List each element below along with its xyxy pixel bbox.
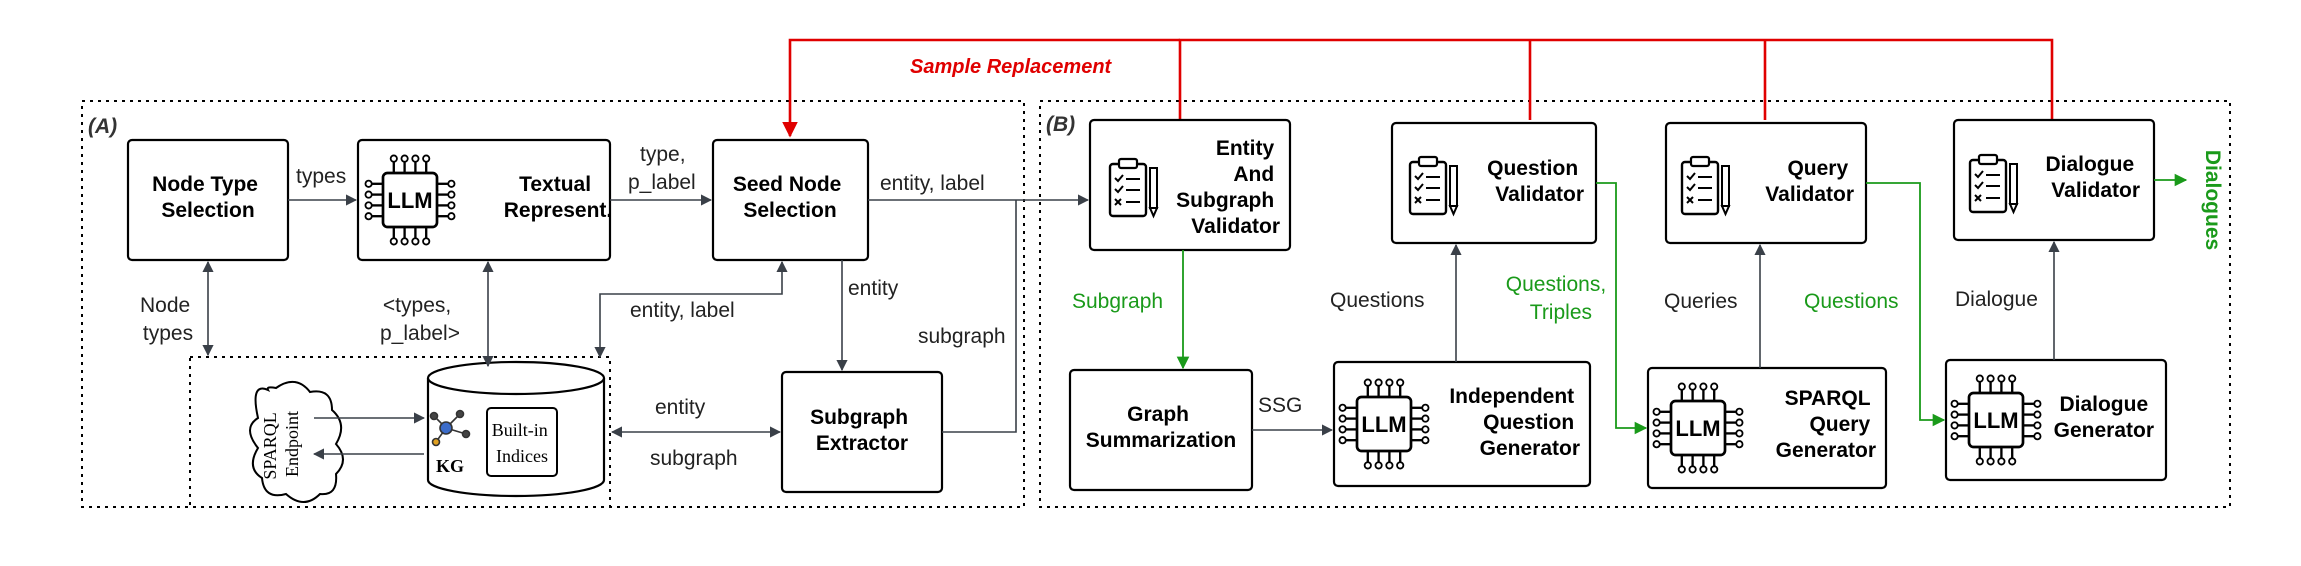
- question-generator-label: Independent Question Generator: [1449, 385, 1580, 460]
- edge-subgraph-label: subgraph: [918, 325, 1006, 348]
- edge-node-types-label: Node types: [140, 294, 196, 345]
- edge-ssg-label: SSG: [1258, 394, 1302, 417]
- dialogue-validator-label: Dialogue Validator: [2045, 153, 2140, 202]
- edge-kg-entity-label: entity: [655, 396, 706, 419]
- entity-subgraph-validator-box: [1088, 118, 1292, 252]
- edge-entity-label: entity: [848, 277, 899, 300]
- edge-queries-label: Queries: [1664, 290, 1738, 313]
- edge-entity-label-back: entity, label: [630, 299, 735, 322]
- sparql-query-generator-box: [1646, 366, 1888, 490]
- edge-questions-triples-label: Questions, Triples: [1506, 273, 1612, 324]
- built-in-indices-box: [486, 407, 558, 477]
- edge-questions-label: Questions: [1330, 289, 1425, 312]
- kg-group: [189, 356, 611, 508]
- dialogue-generator-label: Dialogue Generator: [2054, 393, 2154, 442]
- dialogues-output-label: Dialogues: [2201, 150, 2224, 250]
- question-generator-box: [1332, 360, 1592, 488]
- edge-questions-green-label: Questions: [1804, 290, 1899, 313]
- llm-chip-label: LLM: [1675, 416, 1720, 441]
- edge-kg-subgraph-label: subgraph: [650, 447, 738, 470]
- panel-b-label: (B): [1046, 113, 1075, 136]
- question-validator-label: Question Validator: [1487, 157, 1584, 206]
- edge-types-plabel-angle-label: <types, p_label>: [380, 294, 460, 345]
- clipboard-checklist-icon: [1680, 155, 1731, 216]
- panel-a-label: (A): [88, 115, 117, 138]
- node-type-selection-label: Node Type Selection: [152, 173, 264, 222]
- graph-summarization-label: Graph Summarization: [1086, 403, 1237, 452]
- sparql-endpoint-cloud-icon: [249, 381, 344, 503]
- query-validator-label: Query Validator: [1765, 157, 1854, 206]
- edge-dialogue-label: Dialogue: [1955, 288, 2038, 311]
- llm-chip-label: LLM: [1973, 408, 2018, 433]
- clipboard-checklist-icon: [1108, 157, 1159, 218]
- knowledge-graph-icon: [429, 409, 471, 447]
- built-in-indices-label: Built-in Indices: [492, 420, 553, 466]
- edge-entity-label-out: entity, label: [880, 172, 985, 195]
- panel-b: [1039, 100, 2231, 508]
- sparql-endpoint-label: SPARQL Endpoint: [260, 408, 302, 479]
- clipboard-checklist-icon: [1408, 155, 1459, 216]
- kg-label: KG: [436, 456, 464, 476]
- edge-type-plabel-label: type, p_label: [628, 143, 696, 194]
- sample-replacement-label: Sample Replacement: [910, 56, 1113, 78]
- clipboard-checklist-icon: [1968, 153, 2019, 214]
- seed-node-selection-label: Seed Node Selection: [733, 173, 847, 222]
- llm-chip-label: LLM: [1361, 412, 1406, 437]
- subgraph-extractor-label: Subgraph Extractor: [810, 406, 914, 455]
- edge-subgraph-green-label: Subgraph: [1072, 290, 1163, 313]
- textual-represent-label: Textual Represent.: [504, 173, 613, 222]
- sparql-query-generator-label: SPARQL Query Generator: [1776, 387, 1876, 462]
- sample-replacement-loop: [782, 38, 2054, 138]
- llm-chip-label: LLM: [387, 188, 432, 213]
- edge-types-label: types: [296, 165, 346, 188]
- entity-subgraph-validator-label: Entity And Subgraph Validator: [1176, 137, 1280, 238]
